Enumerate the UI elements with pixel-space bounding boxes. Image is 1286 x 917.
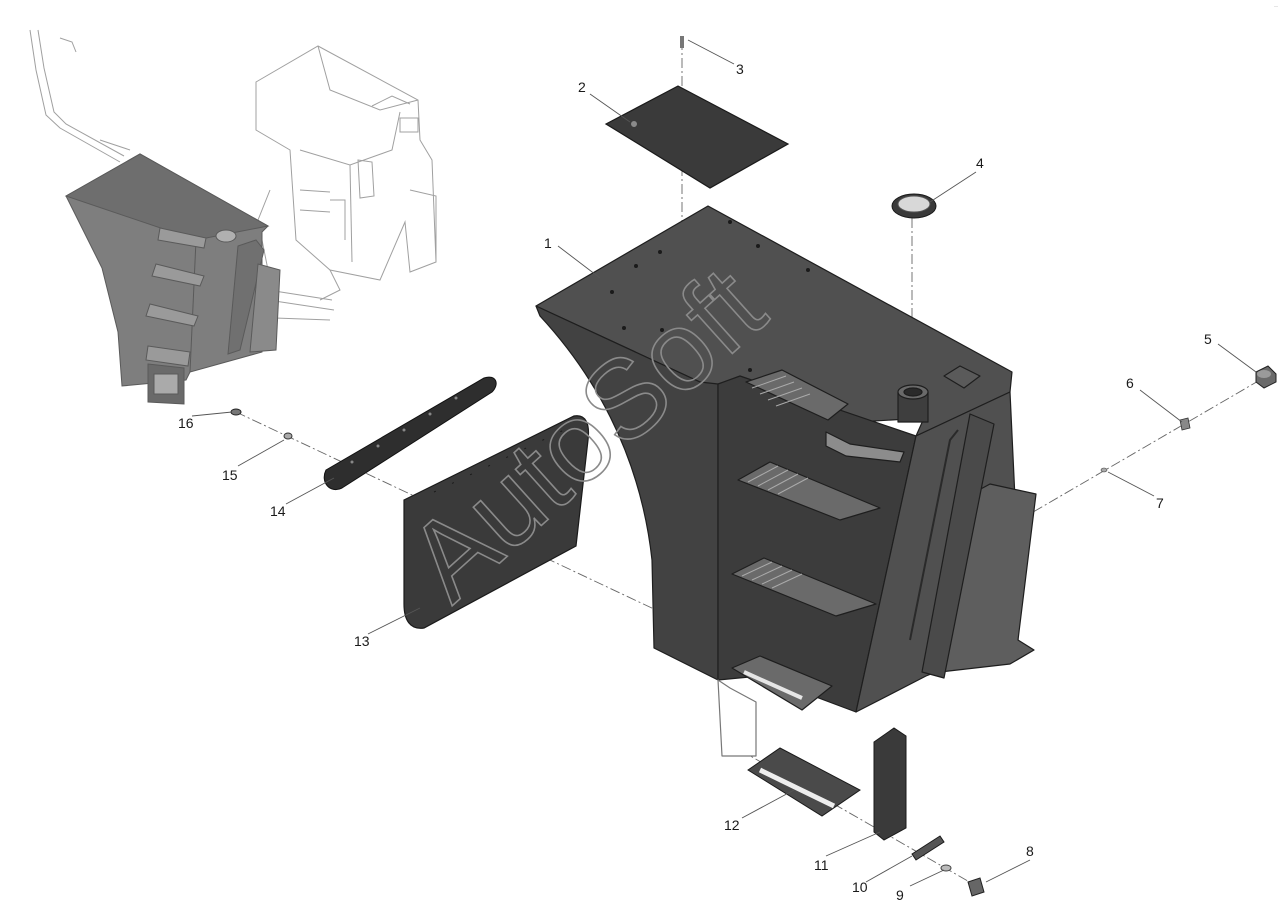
leader-1 (557, 245, 601, 279)
callout-15: 15 (222, 467, 238, 483)
callout-9: 9 (896, 887, 904, 903)
tank-grab-rail (825, 431, 905, 463)
tank-lower-bracket (717, 679, 757, 757)
part-2-bolt-hole (631, 121, 637, 127)
leader-5 (1217, 343, 1257, 373)
part-14-retainer-strip (323, 376, 497, 490)
tank-filler-neck (897, 384, 929, 423)
leader-6 (1139, 389, 1183, 423)
part-13-mud-flap (403, 415, 590, 629)
part-15-washer (283, 432, 293, 440)
ghost-tank (64, 153, 281, 405)
callout-16: 16 (178, 415, 194, 431)
leader-7 (1107, 471, 1155, 497)
callout-3: 3 (736, 61, 744, 77)
part-14-holes (350, 396, 458, 464)
callout-13: 13 (354, 633, 370, 649)
inset-location-view (29, 29, 437, 405)
leader-2 (589, 93, 631, 123)
part-3-bolt (680, 36, 684, 48)
callout-10: 10 (852, 879, 868, 895)
leader-8 (985, 859, 1031, 883)
leader-15 (237, 439, 285, 467)
part-9-washer (940, 864, 952, 872)
callout-8: 8 (1026, 843, 1034, 859)
part-8-bolt (967, 877, 985, 897)
leader-3 (687, 39, 735, 65)
tank-left-face (535, 305, 719, 681)
part-7-pin (1100, 467, 1108, 473)
part-16-bolt (230, 408, 242, 416)
callout-1: 1 (544, 235, 552, 251)
ghost-frame (29, 29, 437, 321)
tank-sender-plate (943, 365, 981, 389)
leader-4 (929, 171, 977, 203)
tank-ladder-bar (921, 413, 995, 679)
tank-bolt-holes (610, 220, 810, 372)
callout-7: 7 (1156, 495, 1164, 511)
part-10-spacer (911, 835, 945, 861)
leader-11 (825, 831, 881, 857)
callout-4: 4 (976, 155, 984, 171)
part-12-step (747, 747, 861, 817)
part-1-tank (535, 205, 1037, 757)
leader-10 (865, 855, 913, 883)
part-2-cover-plate (604, 85, 790, 189)
part-6-washer (1179, 417, 1191, 431)
leader-13 (367, 607, 421, 635)
leader-12 (741, 789, 795, 819)
part-5-nut (1255, 365, 1277, 389)
part-11-bracket (873, 727, 907, 841)
callout-2: 2 (578, 79, 586, 95)
tank-steps (731, 369, 881, 711)
callout-numbers: 1 2 3 4 5 6 7 8 9 10 11 12 13 14 15 16 (178, 61, 1212, 903)
part-4-filler-cap (891, 193, 937, 219)
callout-12: 12 (724, 817, 740, 833)
callout-6: 6 (1126, 375, 1134, 391)
leader-9 (909, 869, 945, 887)
corner-mark: ·· (1274, 4, 1278, 10)
leader-14 (285, 477, 335, 505)
callouts (191, 39, 1257, 887)
callout-5: 5 (1204, 331, 1212, 347)
callout-14: 14 (270, 503, 286, 519)
callout-11: 11 (814, 857, 829, 873)
leader-16 (191, 411, 233, 417)
